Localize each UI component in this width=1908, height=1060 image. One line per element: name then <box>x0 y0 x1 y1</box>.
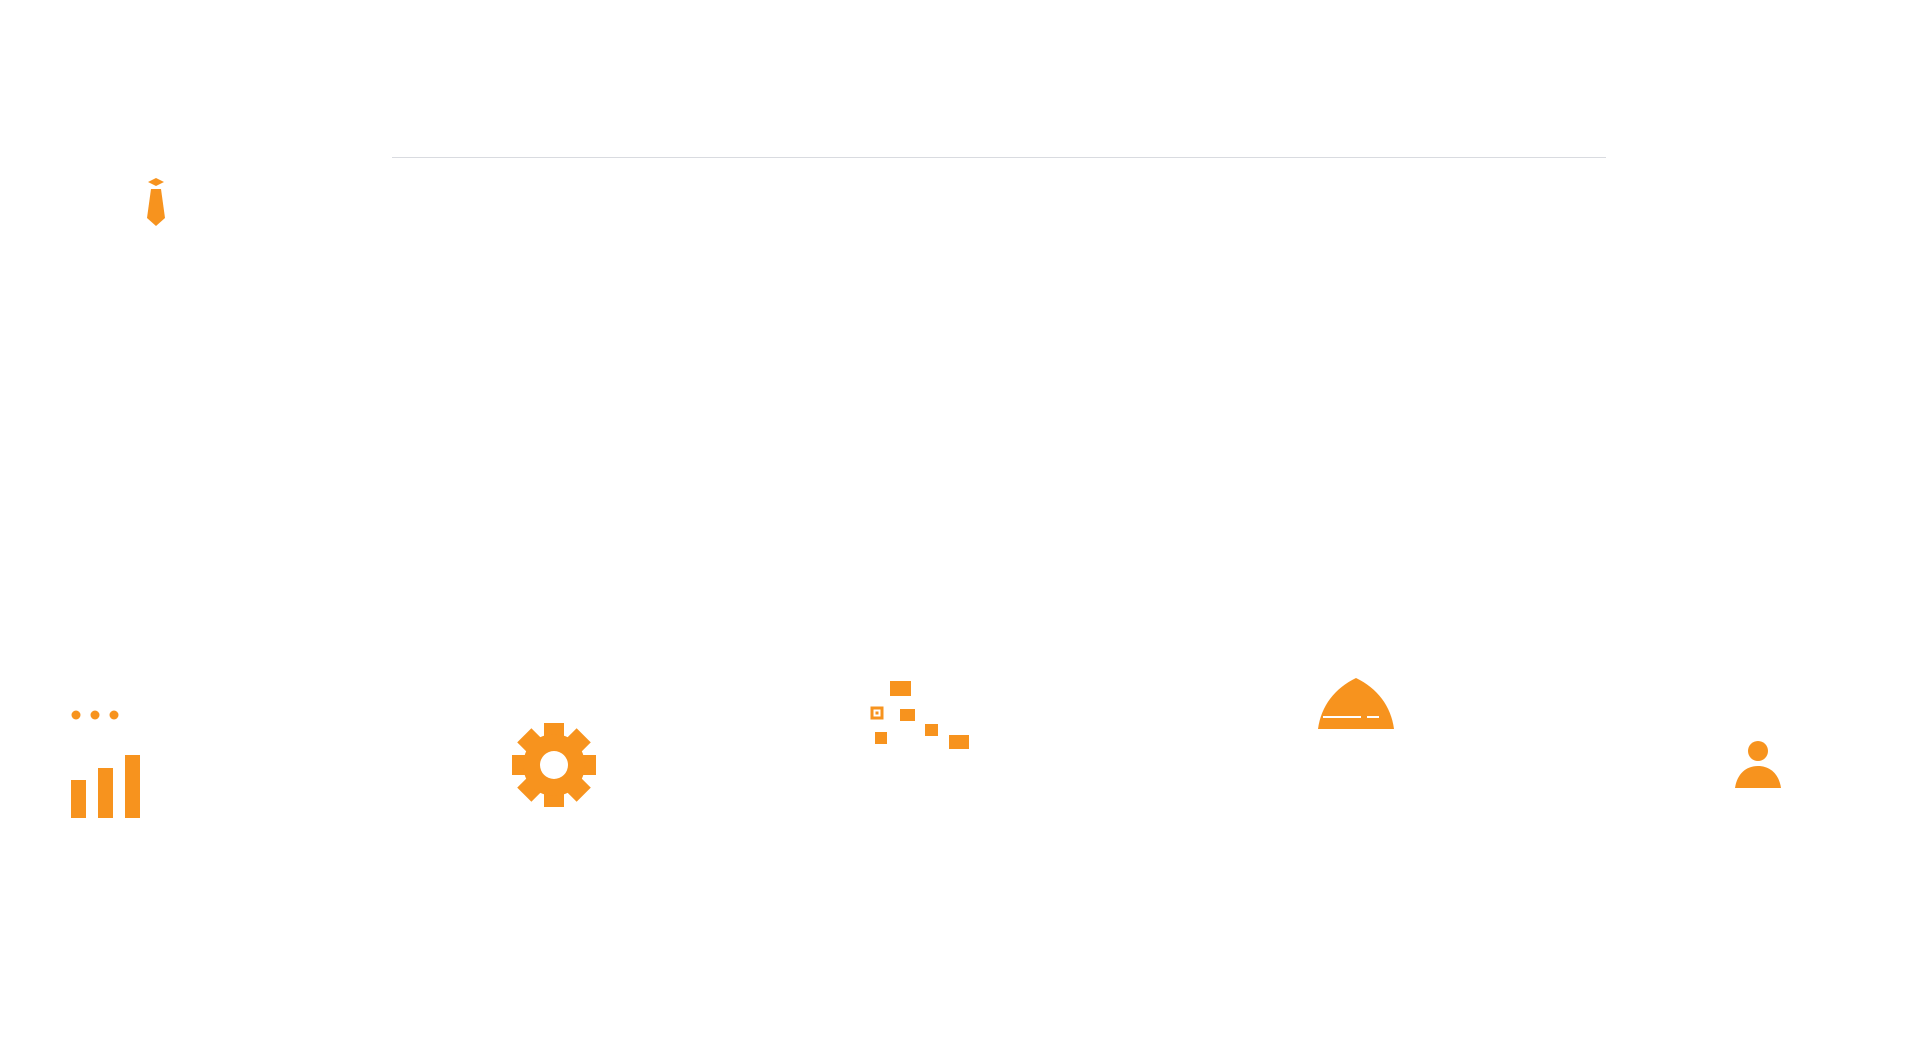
gear-icon <box>512 723 596 807</box>
bar-chart-icon <box>69 710 145 818</box>
hard-hat-icon <box>1315 676 1397 730</box>
necktie-icon <box>145 178 167 226</box>
scattered-blocks-icon <box>868 681 972 753</box>
user-icon <box>1735 741 1781 789</box>
header-divider <box>392 157 1606 158</box>
